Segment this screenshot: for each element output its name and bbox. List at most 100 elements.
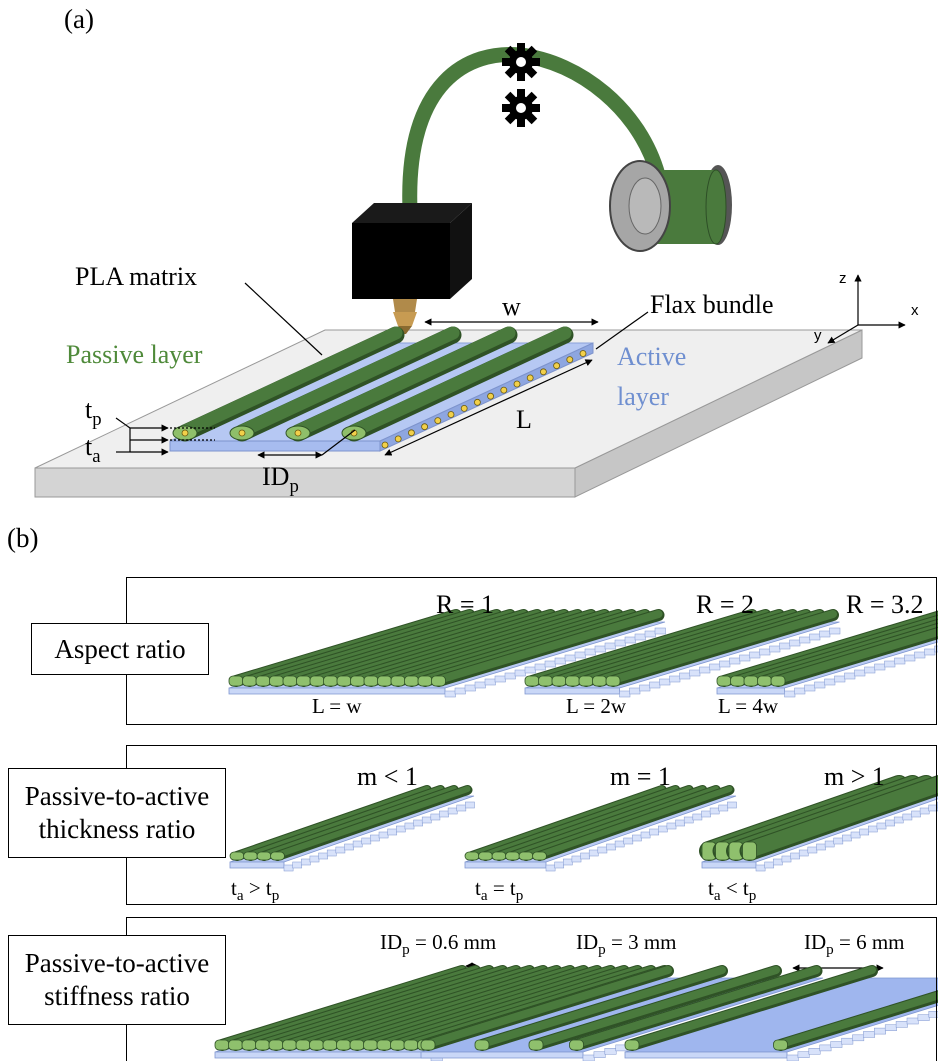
- stiffness-id-label-1: IDp = 0.6 mm: [380, 930, 497, 959]
- aspect-ratio-category: Aspect ratio: [31, 623, 209, 675]
- panel-b-tag: (b): [7, 523, 39, 553]
- passive-layer-label: Passive layer: [66, 340, 203, 369]
- passive-rod-highlight: [774, 627, 938, 684]
- aspect-length-note-3: L = 4w: [718, 694, 779, 718]
- stiffness-id-label-3: IDp = 6 mm: [804, 930, 905, 959]
- flax-core: [181, 429, 189, 437]
- passive-rod-section: [773, 1039, 788, 1051]
- passive-rod-highlight: [532, 966, 780, 1048]
- active-side-segment: [465, 801, 475, 809]
- stiffness-id-label-2: IDp = 3 mm: [576, 930, 677, 959]
- active-side-segment: [906, 1017, 919, 1025]
- pla-matrix-label: PLA matrix: [75, 262, 198, 291]
- aspect-length-note-2: L = 2w: [566, 694, 627, 718]
- active-side-segment: [786, 1054, 799, 1061]
- z-axis-label: z: [839, 270, 847, 287]
- passive-rod-section: [569, 1039, 584, 1051]
- passive-rod-highlight: [536, 786, 733, 858]
- active-side-segment: [884, 1024, 897, 1031]
- passive-rod-section: [605, 675, 621, 687]
- thickness-note-3: ta < tp: [708, 876, 757, 905]
- interfilament-distance-label: IDp: [262, 462, 299, 497]
- active-side-segment: [829, 627, 841, 635]
- active-side-segment: [819, 1044, 832, 1052]
- panel-b-graphics: [214, 609, 938, 1061]
- thickness-strip-3: [699, 775, 938, 872]
- passive-rod-highlight: [572, 966, 821, 1048]
- passive-thickness-label: tp: [85, 395, 102, 430]
- thickness-strip-2: [464, 785, 737, 872]
- thickness-ratio-value-3: m > 1: [824, 762, 885, 791]
- aspect-ratio-frame: [126, 577, 937, 725]
- passive-rod-highlight: [741, 776, 938, 858]
- passive-rod-section: [770, 675, 786, 687]
- passive-rod-highlight: [628, 966, 876, 1048]
- passive-rod-highlight: [523, 786, 719, 858]
- passive-rod-section: [431, 675, 446, 687]
- active-side-segment: [917, 1014, 930, 1021]
- aspect-ratio-value-2: R = 2: [696, 590, 755, 619]
- active-side-segment: [852, 1034, 865, 1042]
- flax-bundle-dot: [447, 411, 455, 418]
- passive-rod-highlight: [469, 786, 665, 858]
- passive-rod-highlight: [482, 786, 679, 858]
- passive-rod-highlight: [478, 966, 726, 1048]
- panel-a-tag: (a): [64, 4, 94, 34]
- flax-bundle-dot: [381, 441, 389, 449]
- stiffness-strip-3: [624, 965, 938, 1061]
- active-side-segment: [895, 1021, 908, 1028]
- active-side-segment: [928, 1011, 938, 1018]
- flax-bundle-dot: [473, 398, 481, 406]
- flax-bundle-dot: [421, 423, 429, 431]
- flax-bundle-dot: [407, 429, 415, 437]
- active-side-segment: [604, 1048, 617, 1055]
- x-axis-label: x: [911, 302, 919, 319]
- passive-rod-highlight: [234, 786, 430, 858]
- flax-bundle-dot: [566, 356, 574, 364]
- thickness-note-1: ta > tp: [231, 876, 280, 905]
- thickness-note-2: ta = tp: [475, 876, 524, 905]
- aspect-strip-1: [228, 609, 666, 698]
- flax-bundle-label: Flax bundle: [650, 290, 774, 319]
- active-thickness-label: ta: [85, 432, 101, 467]
- passive-rod-section: [420, 1039, 436, 1051]
- flax-bundle-dot: [513, 380, 521, 388]
- flax-core: [294, 429, 302, 437]
- active-layer-label-2: layer: [617, 382, 669, 411]
- aspect-length-note-1: L = w: [312, 694, 362, 718]
- passive-rod-highlight: [261, 786, 457, 858]
- flax-bundle-dot: [394, 435, 402, 443]
- gear-icon: [502, 43, 540, 81]
- flax-bundle-dot: [460, 404, 468, 412]
- active-side-segment: [841, 1037, 854, 1045]
- passive-rod-section: [270, 851, 285, 861]
- panel-a-annotations: [115, 282, 649, 459]
- active-side-segment: [727, 801, 737, 809]
- flax-bundle-dot: [434, 417, 442, 425]
- panel-a-graphic: [34, 43, 906, 498]
- flax-bundle-dot: [500, 386, 508, 394]
- passive-rod-highlight: [609, 610, 837, 684]
- active-side-segment: [830, 1041, 843, 1048]
- coordinate-axes: [827, 274, 906, 344]
- thickness-ratio-value-2: m = 1: [610, 762, 671, 791]
- flax-bundle-dot: [526, 374, 534, 382]
- passive-rod-highlight: [274, 786, 471, 858]
- active-side-segment: [582, 1054, 595, 1061]
- aspect-ratio-value-3: R = 3.2: [846, 590, 924, 619]
- active-side-segment: [593, 1051, 606, 1058]
- passive-rod-highlight: [247, 786, 444, 858]
- active-layer-label-1: Active: [617, 342, 687, 371]
- filament-spool: [609, 160, 732, 252]
- passive-rod-highlight: [424, 966, 672, 1048]
- thickness-strip-1: [229, 785, 475, 872]
- active-side-segment: [808, 1048, 821, 1055]
- passive-rod-section: [474, 1039, 490, 1051]
- pla-filament-highlight: [235, 326, 460, 438]
- thickness-ratio-value-1: m < 1: [357, 762, 418, 791]
- gear-icon: [502, 89, 540, 127]
- passive-rod-highlight: [776, 991, 938, 1048]
- passive-rod-section: [624, 1039, 640, 1051]
- flax-bundle-dot: [579, 350, 587, 357]
